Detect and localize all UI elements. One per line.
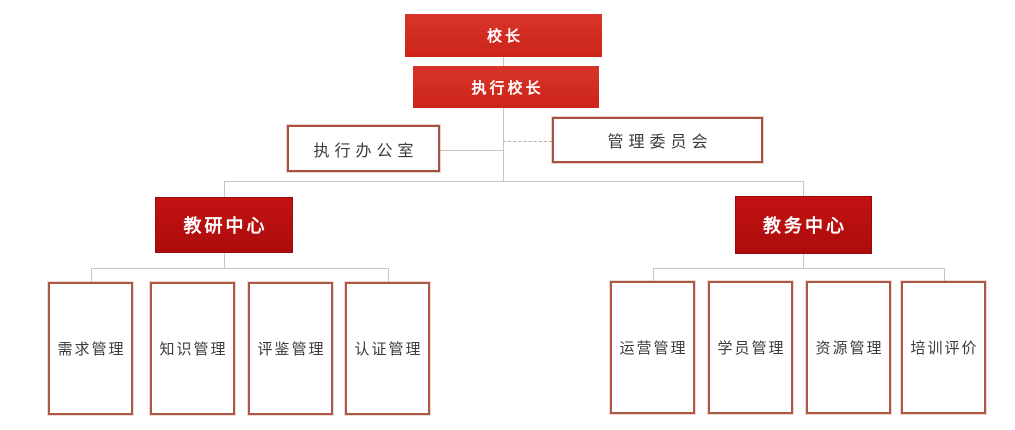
node-academic-affairs-center: 教务中心 [735,196,872,254]
connector-academic-children-stub [803,254,804,268]
connector-teaching-children-stub [224,253,225,268]
node-teaching-research-center: 教研中心 [155,197,293,253]
connector-stub-academic-center [803,181,804,196]
connector-drop-certification [388,268,389,282]
node-certification-management: 认证管理 [345,282,430,415]
connector-centers-branch [224,181,803,182]
node-resource-management: 资源管理 [806,281,891,414]
node-knowledge-management: 知识管理 [150,282,235,415]
connector-stub-teaching-center [224,181,225,197]
node-student-management: 学员管理 [708,281,793,414]
connector-office-to-trunk [440,150,503,151]
connector-drop-operations [653,268,654,281]
connector-drop-training [944,268,945,281]
node-operations-management: 运营管理 [610,281,695,414]
node-principal: 校长 [405,14,602,57]
node-training-evaluation: 培训评价 [901,281,986,414]
node-executive-principal: 执行校长 [413,66,599,108]
connector-committee-dashed [503,141,552,142]
connector-root-to-executive [503,57,504,66]
connector-drop-demand [91,268,92,282]
node-evaluation-management: 评鉴管理 [248,282,333,415]
node-demand-management: 需求管理 [48,282,133,415]
connector-executive-trunk [503,108,504,181]
connector-teaching-children-branch [91,268,388,269]
node-management-committee: 管理委员会 [552,117,763,163]
connector-academic-children-branch [653,268,944,269]
node-executive-office: 执行办公室 [287,125,440,172]
